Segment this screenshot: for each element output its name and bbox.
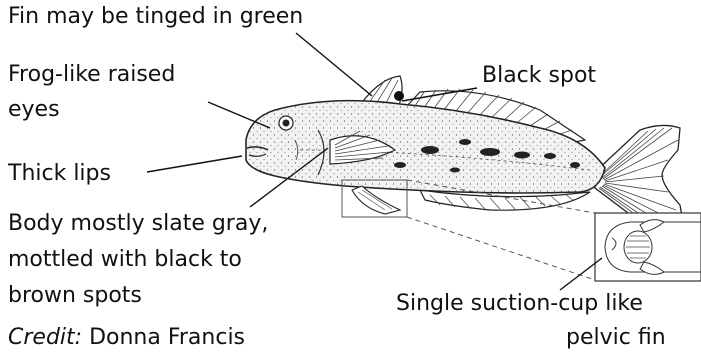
credit-key: Credit: (8, 325, 82, 350)
label-body-line3: brown spots (8, 282, 142, 310)
label-suction-line2: pelvic fin (566, 324, 666, 352)
label-frog-eyes-line1: Frog-like raised (8, 61, 175, 89)
credit-line: Credit: Donna Francis (8, 324, 245, 352)
label-fin-green: Fin may be tinged in green (8, 3, 303, 31)
label-suction-line1: Single suction-cup like (396, 290, 643, 318)
leader-fin-green (296, 33, 372, 96)
label-black-spot: Black spot (482, 62, 596, 90)
leader-frog-eyes (208, 102, 270, 128)
suction-cup-inset (595, 213, 701, 281)
label-body-line2: mottled with black to (8, 246, 242, 274)
zoom-connector-bottom (407, 217, 595, 280)
leader-thick-lips (147, 156, 242, 172)
label-body-line1: Body mostly slate gray, (8, 210, 268, 238)
label-thick-lips: Thick lips (8, 160, 111, 188)
fish-body (246, 101, 605, 193)
black-spot (394, 91, 404, 101)
pelvic-fin (352, 186, 400, 214)
credit-value: Donna Francis (89, 325, 245, 350)
label-frog-eyes-line2: eyes (8, 96, 60, 124)
